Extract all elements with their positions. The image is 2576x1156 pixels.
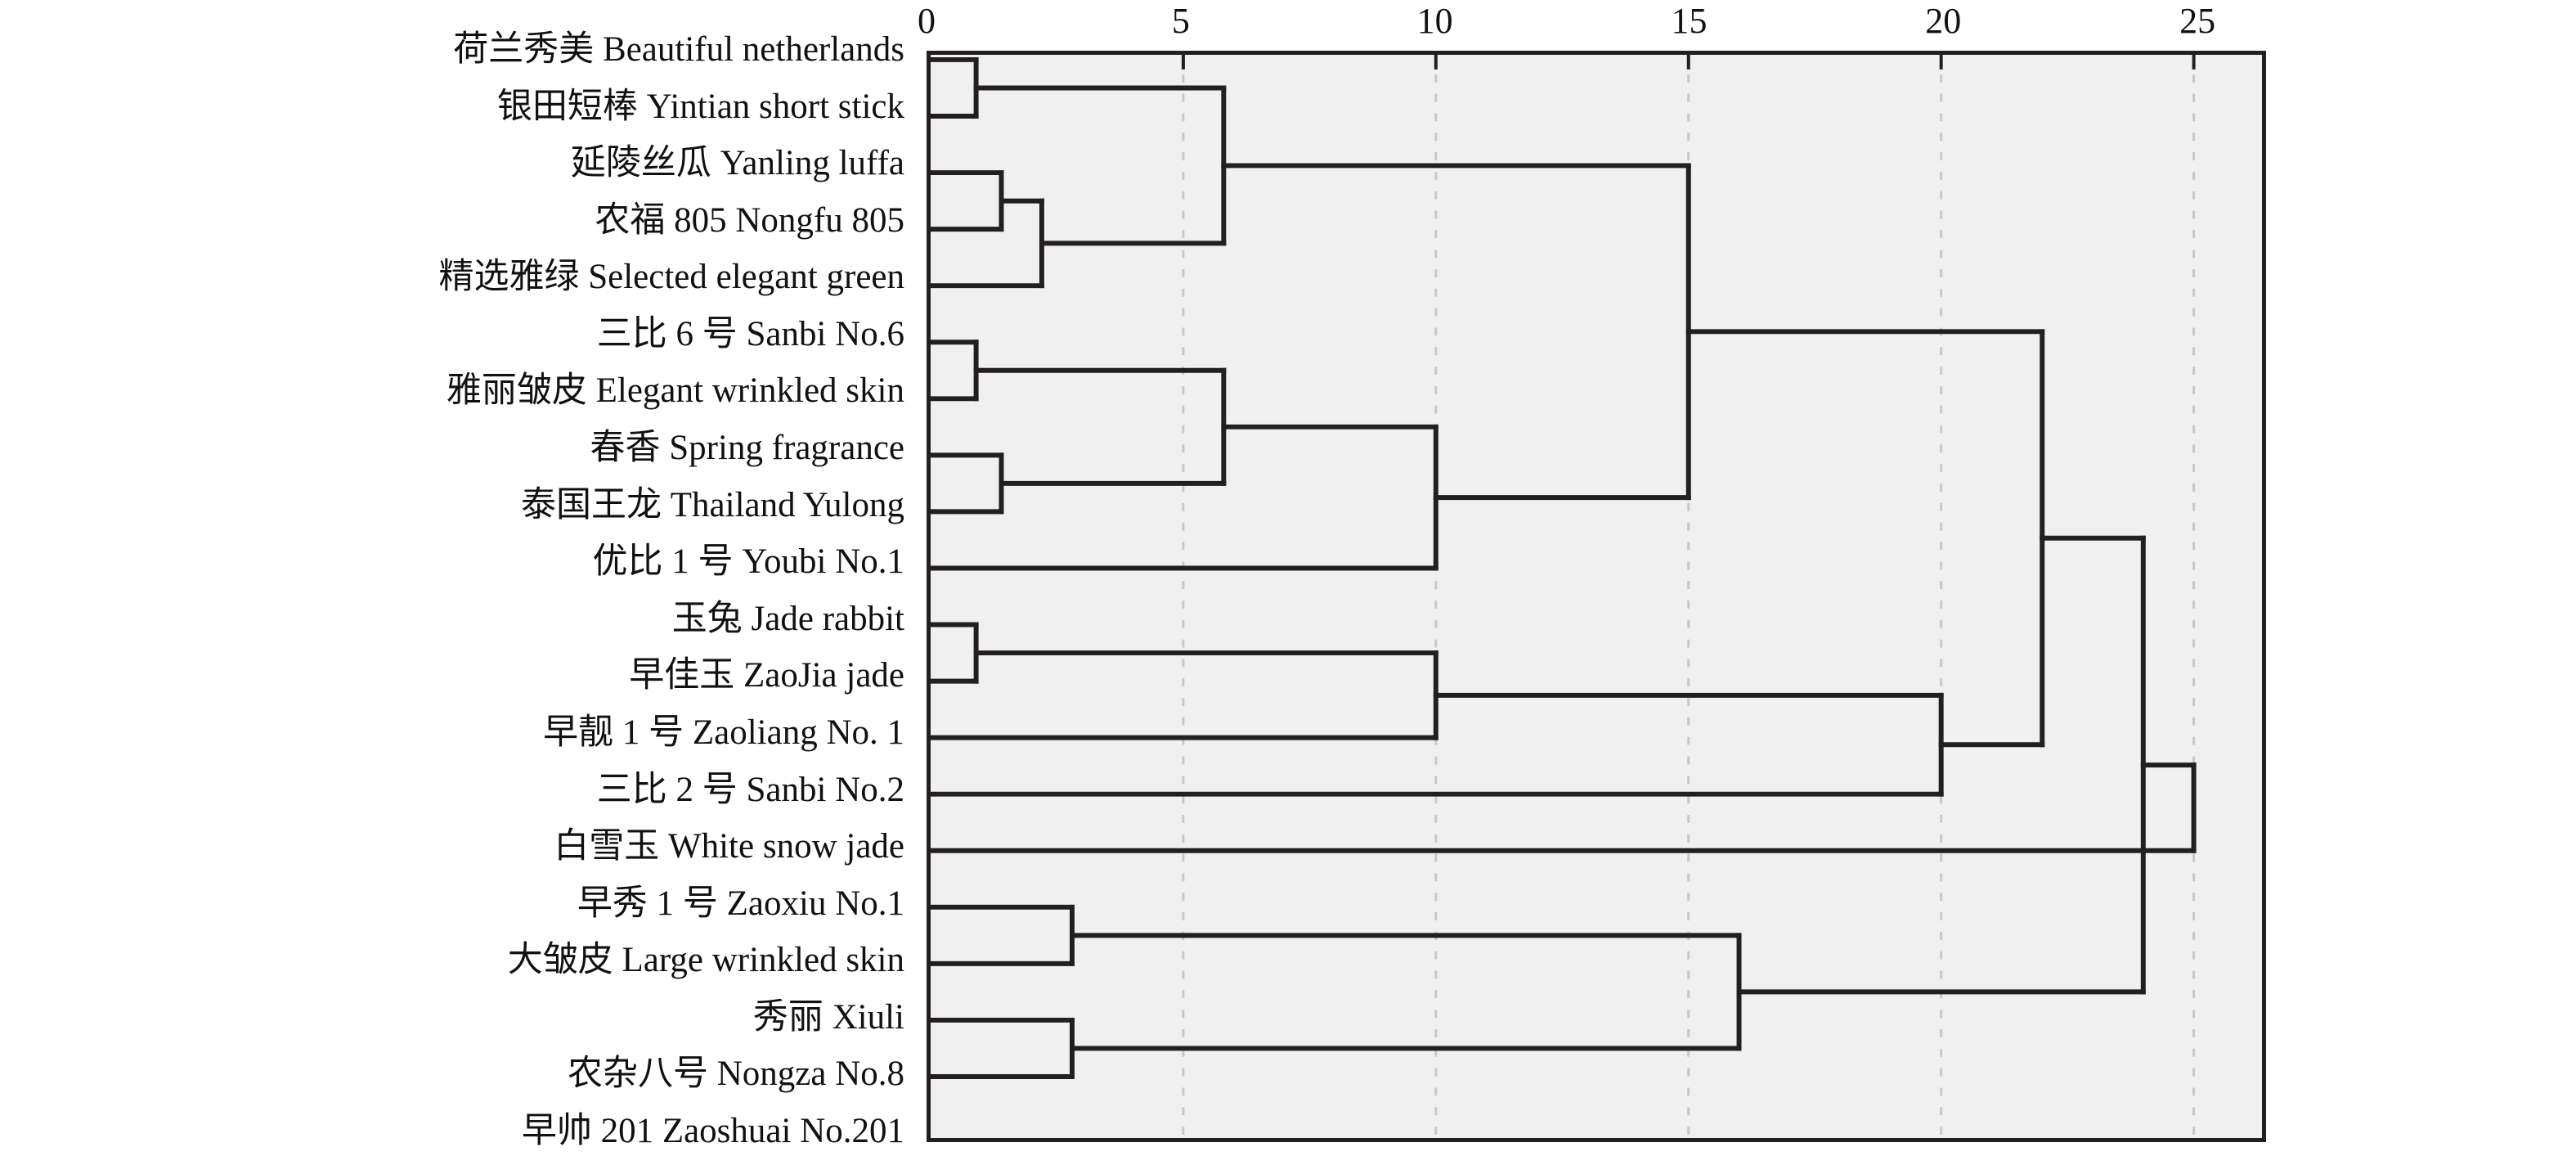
distance-axis: 0 5 10 15 20 25 <box>918 0 2268 54</box>
leaf-label: 秀丽 Xiuli <box>752 997 904 1037</box>
leaf-label: 银田短棒 Yintian short stick <box>496 87 904 126</box>
axis-tick-label: 15 <box>1671 1 1708 41</box>
leaf-label: 延陵丝瓜 Yanling luffa <box>570 144 904 183</box>
leaf-label: 春香 Spring fragrance <box>590 429 904 468</box>
leaf-label: 大皱皮 Large wrinkled skin <box>507 941 904 980</box>
dendrogram-links-layer <box>931 56 2197 1079</box>
axis-tick-label: 25 <box>2179 1 2216 41</box>
leaf-label: 白雪玉 White snow jade <box>554 827 904 866</box>
leaf-label: 农杂八号 Nongza No.8 <box>567 1055 904 1094</box>
leaf-label: 精选雅绿 Selected elegant green <box>438 258 904 297</box>
leaf-label: 雅丽皱皮 Elegant wrinkled skin <box>446 371 904 411</box>
leaf-label: 荷兰秀美 Beautiful netherlands <box>453 30 904 69</box>
axis-tick-label: 0 <box>918 1 936 41</box>
dendrogram-plot-area <box>927 51 2266 1142</box>
leaf-label: 优比 1 号 Youbi No.1 <box>592 542 905 582</box>
axis-tick-label: 10 <box>1416 1 1453 41</box>
leaf-label: 农福 805 Nongfu 805 <box>595 200 904 240</box>
leaf-label: 三比 2 号 Sanbi No.2 <box>596 770 904 809</box>
axis-tick-label: 5 <box>1171 1 1190 41</box>
leaf-label: 三比 6 号 Sanbi No.6 <box>596 314 904 353</box>
leaf-label: 泰国王龙 Thailand Yulong <box>521 485 904 524</box>
leaf-label: 早佳玉 ZaoJia jade <box>629 656 904 695</box>
dendrogram-svg <box>931 55 2197 1138</box>
leaf-label: 早帅 201 Zaoshuai No.201 <box>521 1112 904 1150</box>
leaf-label: 早靓 1 号 Zaoliang No. 1 <box>543 713 904 752</box>
axis-tick-label: 20 <box>1925 1 1962 41</box>
leaf-label: 玉兔 Jade rabbit <box>671 599 904 638</box>
leaf-label: 早秀 1 号 Zaoxiu No.1 <box>577 884 904 923</box>
leaf-label-column: 荷兰秀美 Beautiful netherlands 银田短棒 Yintian s… <box>0 0 914 1156</box>
